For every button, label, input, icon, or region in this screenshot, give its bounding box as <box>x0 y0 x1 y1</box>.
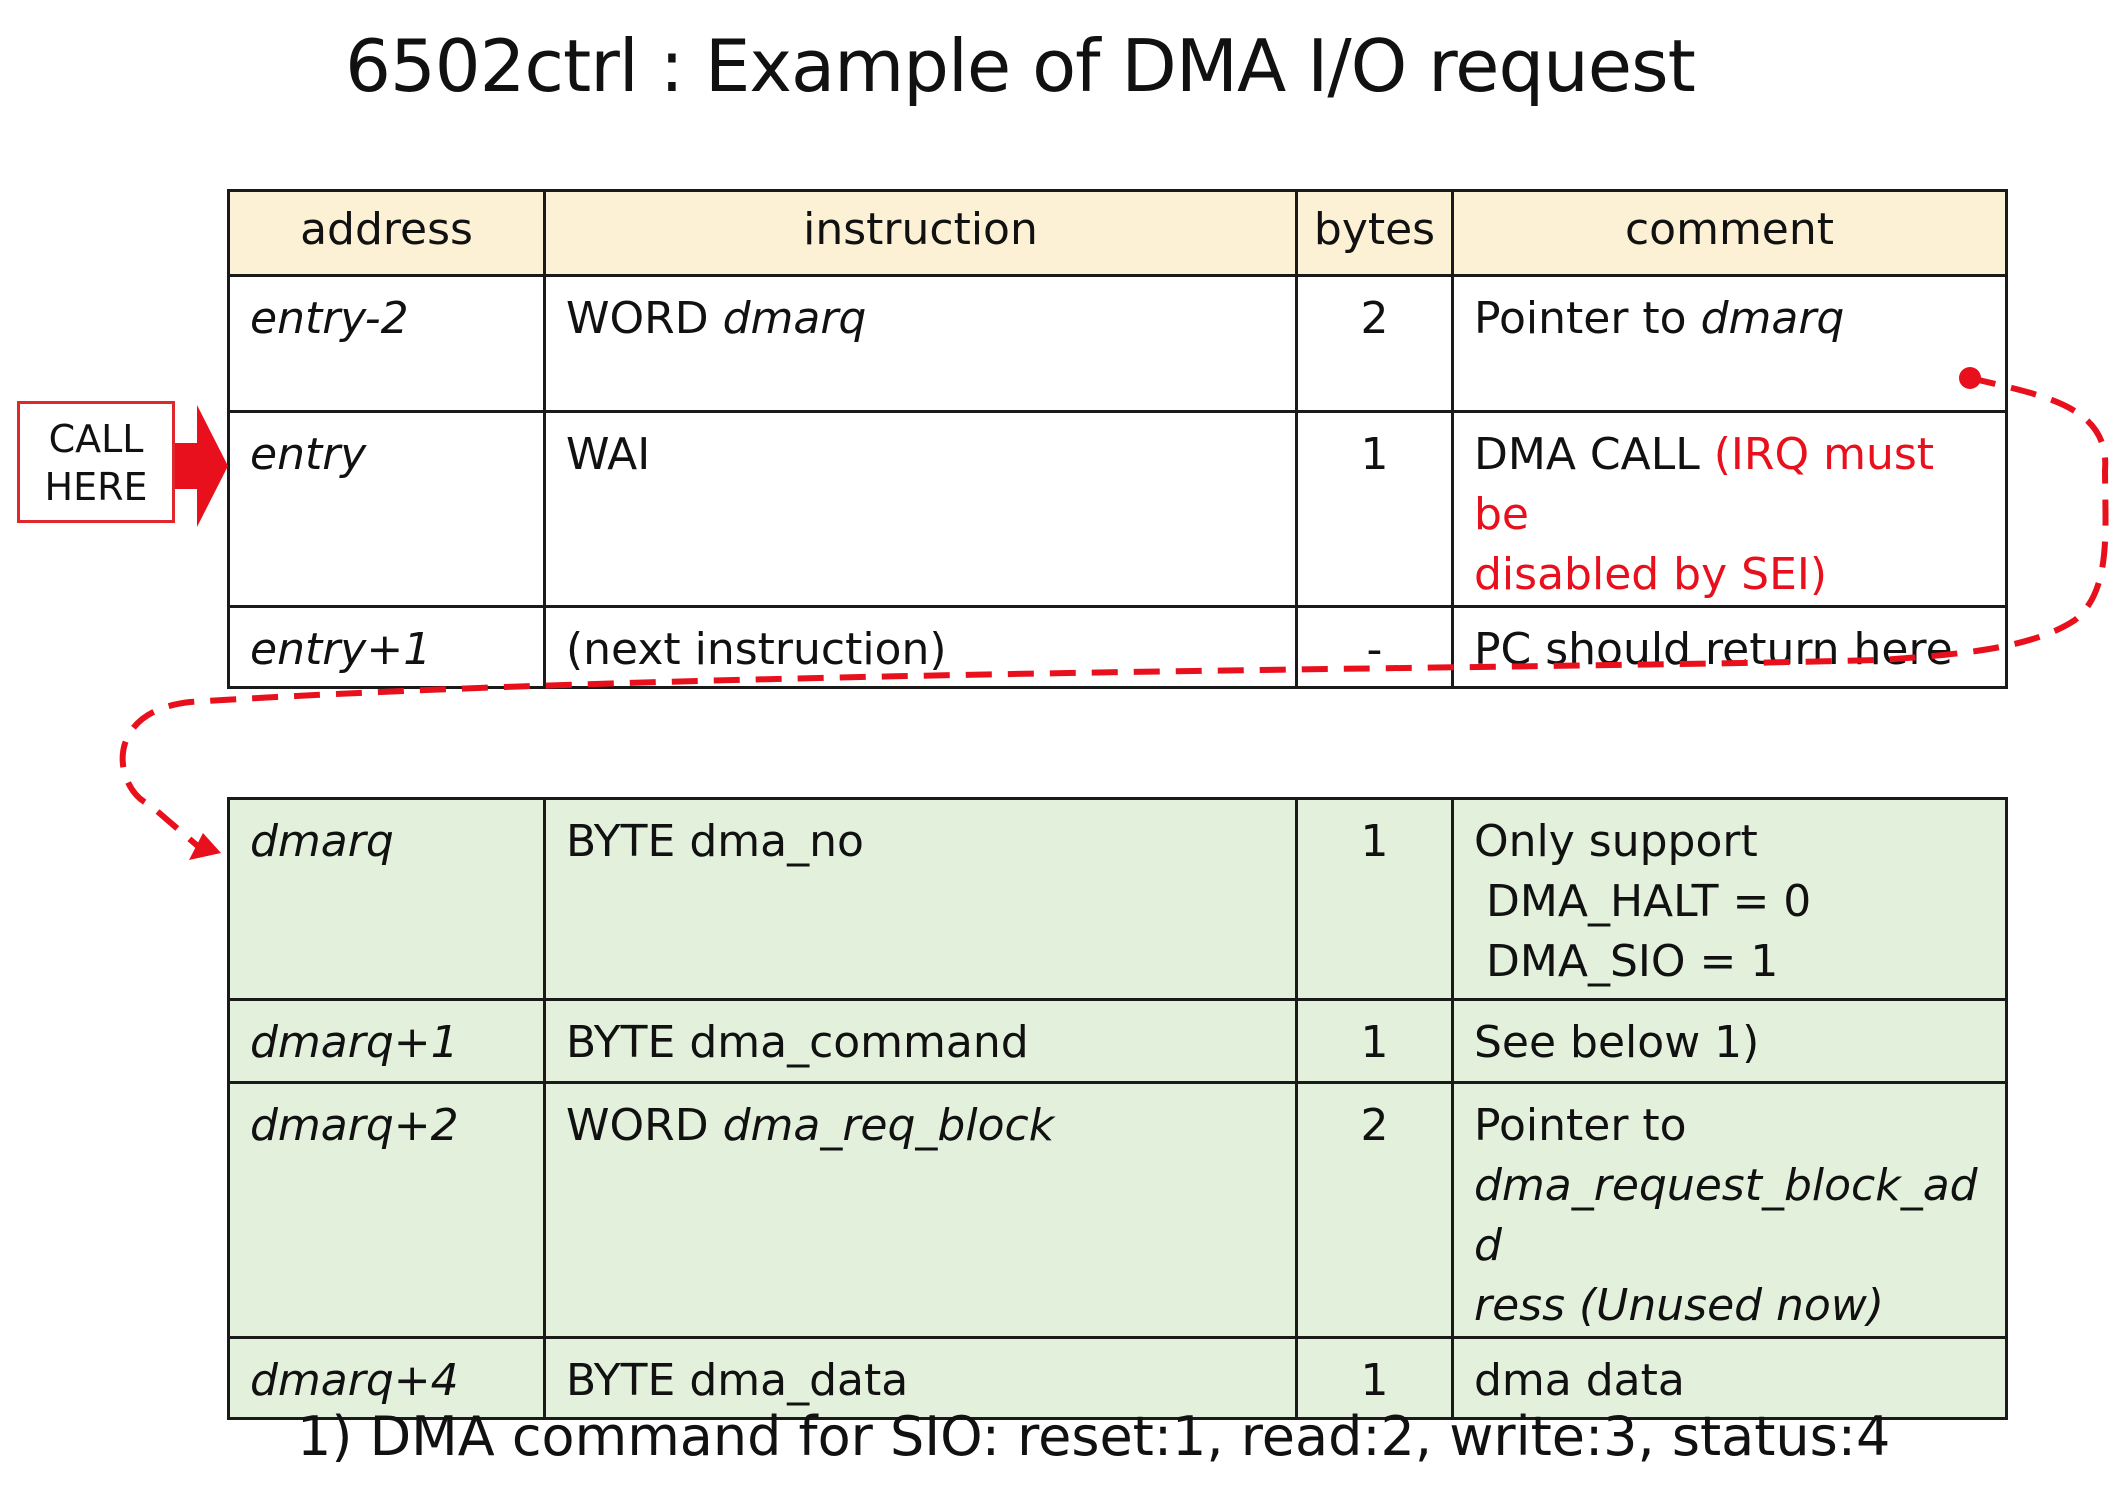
comment-cell: See below 1) <box>1451 998 2008 1084</box>
address-cell: entry+1 <box>227 605 546 689</box>
bytes-cell: - <box>1295 605 1454 689</box>
instruction-text: WORD <box>566 293 723 344</box>
bytes-cell: 2 <box>1295 1081 1454 1339</box>
comment-text: Pointer to <box>1474 293 1701 344</box>
table-row: dmarq+2 WORD dma_req_block 2 Pointer to … <box>227 1081 2008 1339</box>
comment-cell: Pointer to dma_request_block_add ress (U… <box>1451 1081 2008 1339</box>
instruction-cell: WORD dmarq <box>543 274 1298 413</box>
instruction-operand: dma_req_block <box>722 1100 1055 1151</box>
comment-line: DMA_HALT = 0 <box>1486 876 1812 927</box>
header-comment: comment <box>1451 189 2008 277</box>
comment-cell: DMA CALL (IRQ must be disabled by SEI) <box>1451 410 2008 608</box>
dmarq-table: dmarq BYTE dma_no 1 Only support DMA_HAL… <box>227 797 2008 1420</box>
comment-line: Pointer to <box>1474 1100 1687 1151</box>
instruction-cell: (next instruction) <box>543 605 1298 689</box>
table-row: dmarq+1 BYTE dma_command 1 See below 1) <box>227 998 2008 1084</box>
address-cell: entry <box>227 410 546 608</box>
comment-text: DMA CALL <box>1474 429 1714 480</box>
header-instruction: instruction <box>543 189 1298 277</box>
pointer-arrowhead-icon <box>189 833 221 860</box>
comment-line: Only support <box>1474 816 1758 867</box>
address-cell: dmarq <box>227 797 546 1001</box>
instruction-text: WORD <box>566 1100 723 1151</box>
comment-cell: PC should return here <box>1451 605 2008 689</box>
table-row: entry+1 (next instruction) - PC should r… <box>227 605 2008 689</box>
footnote: 1) DMA command for SIO: reset:1, read:2,… <box>297 1405 1891 1468</box>
instruction-cell: WORD dma_req_block <box>543 1081 1298 1339</box>
entry-table: address instruction bytes comment entry-… <box>227 189 2008 689</box>
table-row: entry WAI 1 DMA CALL (IRQ must be disable… <box>227 410 2008 608</box>
table-header-row: address instruction bytes comment <box>227 189 2008 277</box>
address-cell: dmarq+1 <box>227 998 546 1084</box>
instruction-cell: BYTE dma_data <box>543 1336 1298 1420</box>
comment-cell: Only support DMA_HALT = 0 DMA_SIO = 1 <box>1451 797 2008 1001</box>
header-bytes: bytes <box>1295 189 1454 277</box>
table-row: dmarq+4 BYTE dma_data 1 dma data <box>227 1336 2008 1420</box>
call-label-line-2: HERE <box>44 465 148 509</box>
header-address: address <box>227 189 546 277</box>
call-here-label: CALL HERE <box>17 401 175 523</box>
bytes-cell: 2 <box>1295 274 1454 413</box>
table-row: dmarq BYTE dma_no 1 Only support DMA_HAL… <box>227 797 2008 1001</box>
comment-cell: dma data <box>1451 1336 2008 1420</box>
instruction-cell: BYTE dma_no <box>543 797 1298 1001</box>
bytes-cell: 1 <box>1295 998 1454 1084</box>
bytes-cell: 1 <box>1295 1336 1454 1420</box>
call-arrow-icon <box>175 405 228 527</box>
bytes-cell: 1 <box>1295 410 1454 608</box>
address-cell: dmarq+4 <box>227 1336 546 1420</box>
bytes-cell: 1 <box>1295 797 1454 1001</box>
irq-warning-line-1: (IRQ must be <box>1474 429 1935 540</box>
address-cell: dmarq+2 <box>227 1081 546 1339</box>
table-row: entry-2 WORD dmarq 2 Pointer to dmarq <box>227 274 2008 413</box>
irq-warning-line-2: disabled by SEI) <box>1474 549 1828 600</box>
instruction-cell: WAI <box>543 410 1298 608</box>
comment-cell: Pointer to dmarq <box>1451 274 2008 413</box>
page-title: 6502ctrl : Example of DMA I/O request <box>345 24 1696 108</box>
comment-line: DMA_SIO = 1 <box>1486 936 1779 987</box>
comment-line: ress (Unused now) <box>1474 1280 1885 1331</box>
comment-operand: dmarq <box>1700 293 1845 344</box>
call-label-line-1: CALL <box>48 417 144 461</box>
instruction-cell: BYTE dma_command <box>543 998 1298 1084</box>
comment-line: dma_request_block_add <box>1474 1160 1978 1271</box>
pointer-connector <box>119 375 2109 851</box>
instruction-operand: dmarq <box>722 293 867 344</box>
address-cell: entry-2 <box>227 274 546 413</box>
